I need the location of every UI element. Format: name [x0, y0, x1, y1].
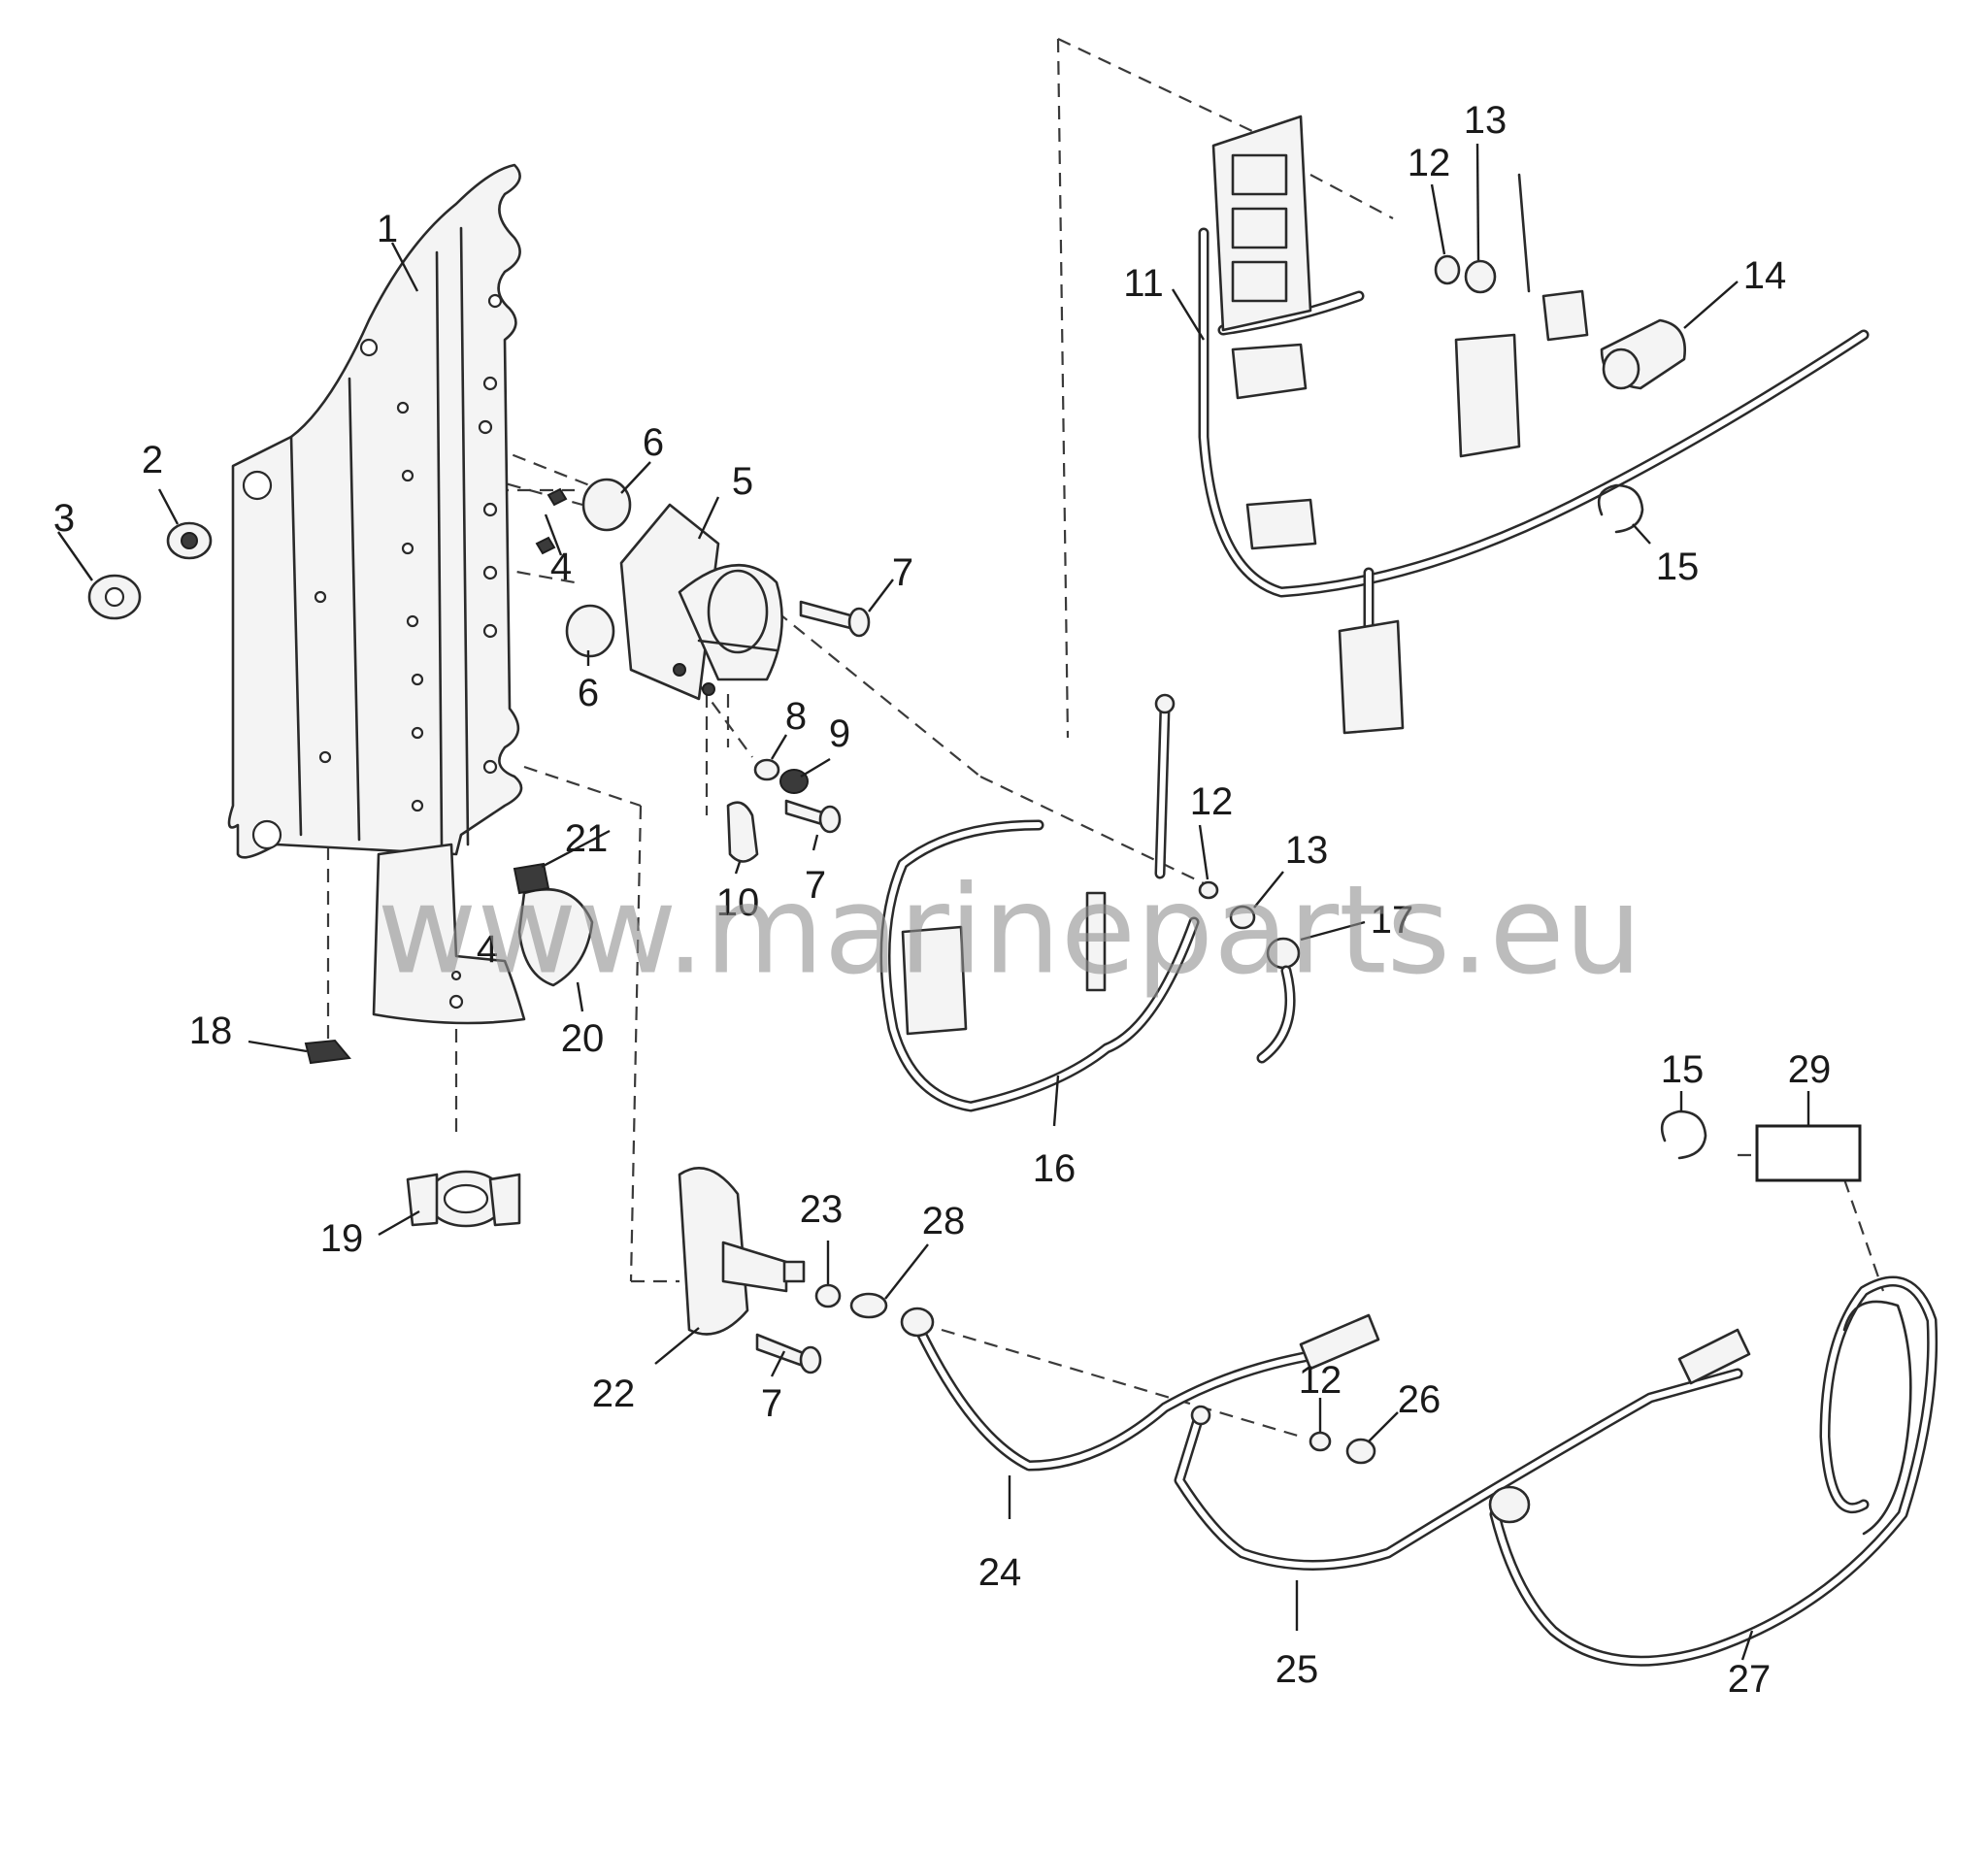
solenoid-part-5 [619, 503, 783, 701]
callout-6: 6 [643, 421, 664, 464]
bolt-part-7 [755, 600, 871, 1374]
cable-part-27 [1488, 1275, 1938, 1667]
grommet-part-6 [565, 478, 632, 658]
nut-part-23 [814, 1283, 842, 1308]
callout-16: 16 [1033, 1147, 1077, 1190]
callout-3: 3 [53, 497, 75, 540]
harness-part-16 [879, 693, 1296, 1112]
grommet-part-2 [166, 521, 213, 560]
callout-22: 22 [592, 1373, 636, 1415]
watermark: www.marineparts.eu [377, 859, 1641, 1002]
callout-19: 19 [320, 1217, 364, 1260]
nut-part-12-low [1309, 1431, 1332, 1452]
callout-10: 10 [716, 881, 760, 924]
terminal-block-part-22 [678, 1167, 806, 1336]
callout-9: 9 [829, 712, 850, 755]
alignment-lines [326, 38, 1885, 1439]
connector-part-14 [1600, 318, 1687, 390]
nut-mid [1198, 880, 1301, 970]
callout-24: 24 [978, 1551, 1022, 1594]
callout-11: 11 [1123, 262, 1164, 305]
nut-part-8 [753, 758, 780, 781]
callout-26: 26 [1398, 1378, 1441, 1421]
callout-12: 12 [1408, 142, 1451, 184]
plug-part-20 [517, 888, 594, 987]
nut-part-13 [1464, 259, 1497, 294]
washer-part-12 [1434, 254, 1461, 285]
callout-7-lower: 7 [761, 1382, 782, 1425]
callout-21: 21 [565, 817, 609, 860]
callout-13-mid: 13 [1285, 829, 1329, 872]
washer-part-28 [849, 1292, 888, 1319]
callout-4-lower: 4 [477, 928, 498, 971]
clip-part-10 [726, 801, 759, 863]
callout-7-mid: 7 [805, 864, 826, 907]
callout-7: 7 [892, 551, 913, 594]
callout-17: 17 [1371, 899, 1414, 942]
cable-part-25 [1174, 1328, 1751, 1571]
harness-part-11 [1198, 115, 1870, 735]
nut-part-9 [779, 769, 809, 794]
callout-15: 15 [1656, 546, 1700, 588]
callout-25: 25 [1276, 1648, 1319, 1691]
cable-part-24 [900, 1307, 1380, 1472]
callout-12-mid: 12 [1190, 780, 1234, 823]
callout-4: 4 [550, 546, 572, 588]
callout-12-lower: 12 [1299, 1359, 1342, 1402]
screw-part-4 [535, 487, 568, 555]
label-box-part-29 [1755, 1124, 1862, 1182]
callout-29: 29 [1788, 1048, 1832, 1091]
callout-28: 28 [922, 1200, 966, 1242]
callout-13: 13 [1464, 99, 1508, 142]
bracket-plate [227, 163, 526, 1025]
callout-27: 27 [1728, 1658, 1772, 1701]
bracket-holes [314, 293, 503, 812]
callout-labels: 1 2 3 4 4 5 6 6 7 7 7 8 9 10 11 12 12 12… [53, 99, 1831, 1701]
nut-part-26 [1345, 1438, 1376, 1465]
callout-14: 14 [1743, 254, 1787, 297]
callout-5: 5 [732, 460, 753, 503]
callout-2: 2 [142, 439, 163, 481]
callout-20: 20 [561, 1017, 605, 1060]
callout-23: 23 [800, 1188, 844, 1231]
nut-part-3 [87, 574, 142, 620]
leader-lines [57, 143, 1810, 1661]
callout-18: 18 [189, 1010, 233, 1052]
clip-part-18 [304, 1039, 351, 1065]
clamp-part-19 [406, 1170, 521, 1228]
connector-part-21 [513, 862, 550, 895]
callout-15-lower: 15 [1661, 1048, 1705, 1091]
callout-8: 8 [785, 695, 807, 738]
callout-1: 1 [377, 208, 398, 250]
callout-6-lower: 6 [578, 672, 599, 714]
